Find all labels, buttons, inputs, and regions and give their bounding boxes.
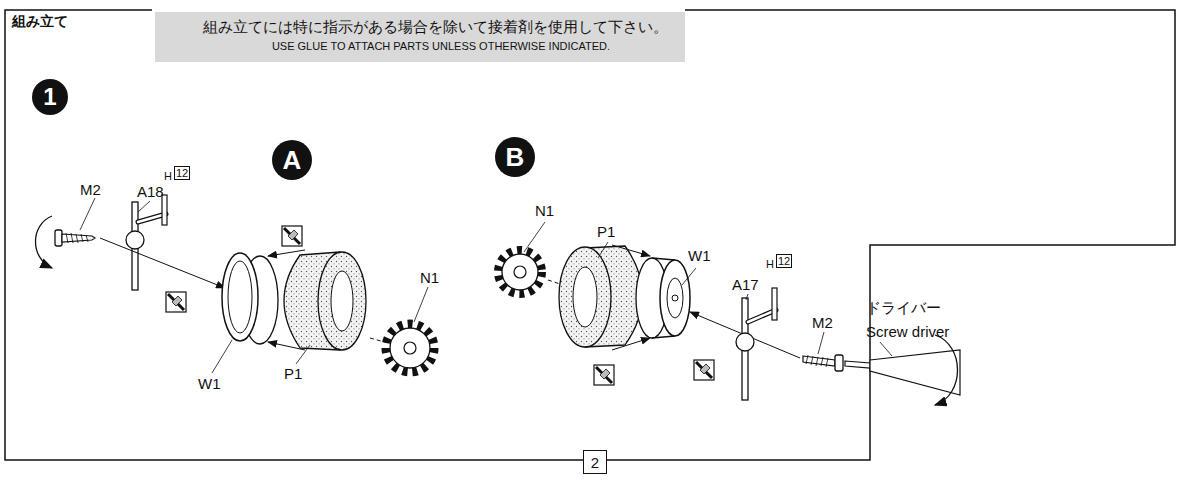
tool-name: Screw driver: [866, 324, 949, 341]
sub-step-letter: A: [272, 140, 312, 180]
part-number: W1: [688, 248, 711, 265]
part-number: W1: [198, 376, 221, 393]
warning-banner: 組み立てには特に指示がある場合を除いて接着剤を使用して下さい。USE GLUE …: [155, 12, 685, 62]
part-number: P1: [284, 366, 302, 383]
step-number: 1: [32, 79, 68, 115]
sprue-letter: H: [766, 258, 774, 270]
warning-text: 組み立てには特に指示がある場合を除いて接着剤を使用して下さい。: [203, 16, 679, 38]
sprue-number: 12: [776, 254, 792, 268]
page-number: 2: [583, 450, 607, 474]
part-number: N1: [535, 203, 554, 220]
number-text: A: [283, 147, 302, 173]
section-heading: 組み立て: [12, 14, 68, 29]
sub-step-letter: B: [495, 137, 535, 177]
number-text: 2: [591, 455, 599, 470]
warning-text-en: USE GLUE TO ATTACH PARTS UNLESS OTHERWIS…: [203, 38, 679, 54]
sprue-letter: H: [164, 170, 172, 182]
tool-name: ドライバー: [866, 300, 941, 317]
part-number: M2: [80, 182, 101, 199]
part-number: M2: [812, 315, 833, 332]
number-text: B: [506, 144, 525, 170]
part-number: A18: [137, 184, 164, 201]
part-number: A17: [732, 277, 759, 294]
number-text: 1: [43, 85, 56, 109]
part-number: N1: [420, 270, 439, 287]
sprue-number: 12: [174, 166, 190, 180]
part-number: P1: [597, 224, 615, 241]
